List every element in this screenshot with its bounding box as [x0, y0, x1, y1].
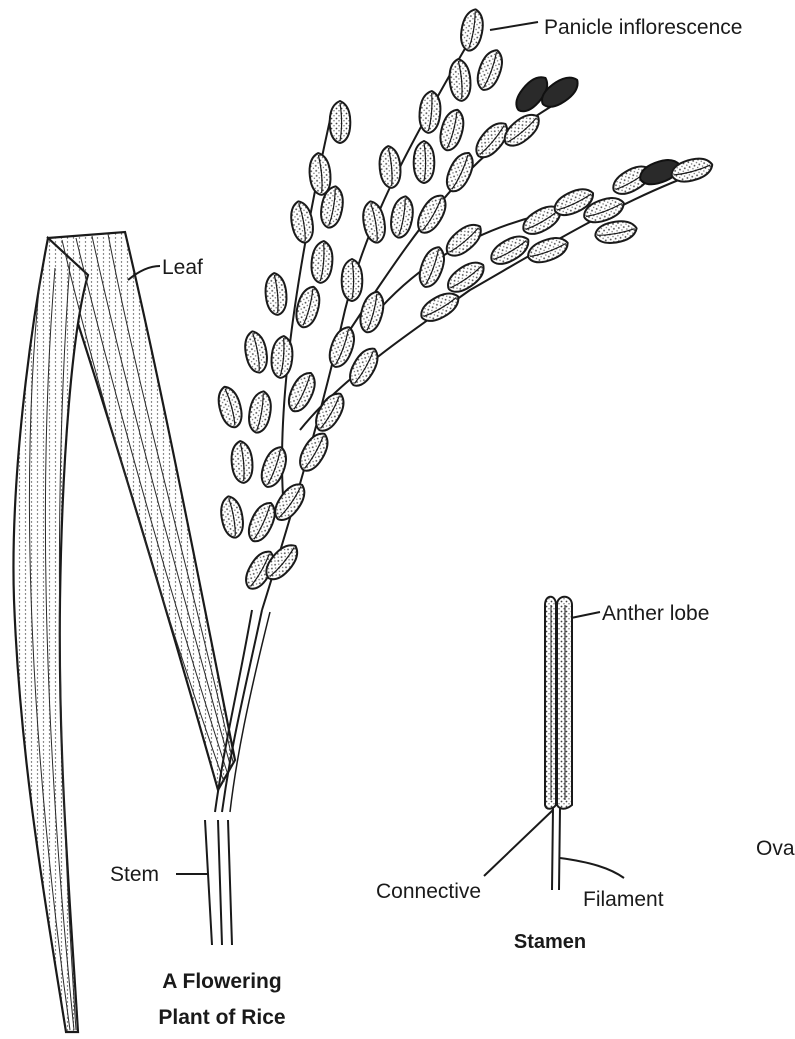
plant-caption-line2: Plant of Rice: [158, 1006, 285, 1029]
filament-stalk: [552, 808, 560, 890]
panicle-branches: [262, 40, 705, 610]
leaf-label: Leaf: [128, 256, 203, 280]
panicle-label: Panicle inflorescence: [490, 16, 742, 39]
grains: [215, 8, 715, 594]
anther-lobe-leader-line: [571, 612, 600, 618]
connective-leader-line: [484, 810, 553, 876]
stamen-caption: Stamen: [514, 931, 586, 953]
stem-label: Stem: [110, 863, 208, 886]
anther-lobe-label: Anther lobe: [571, 602, 709, 625]
panicle-leader-line: [490, 22, 538, 30]
stem-label-text: Stem: [110, 863, 159, 886]
connective-label-text: Connective: [376, 880, 481, 903]
ovary-label-partial: Ova: [756, 837, 795, 860]
leaf-label-text: Leaf: [162, 256, 203, 279]
filament-label-text: Filament: [583, 888, 664, 911]
panicle-label-text: Panicle inflorescence: [544, 16, 742, 39]
stamen: [545, 597, 572, 890]
plant-caption-line1: A Flowering: [162, 970, 281, 993]
filament-label: Filament: [560, 858, 664, 911]
connective-label: Connective: [376, 810, 553, 903]
anther-lobe-label-text: Anther lobe: [602, 602, 709, 625]
filament-leader-line: [560, 858, 624, 878]
leaf-blade: [13, 232, 235, 1032]
